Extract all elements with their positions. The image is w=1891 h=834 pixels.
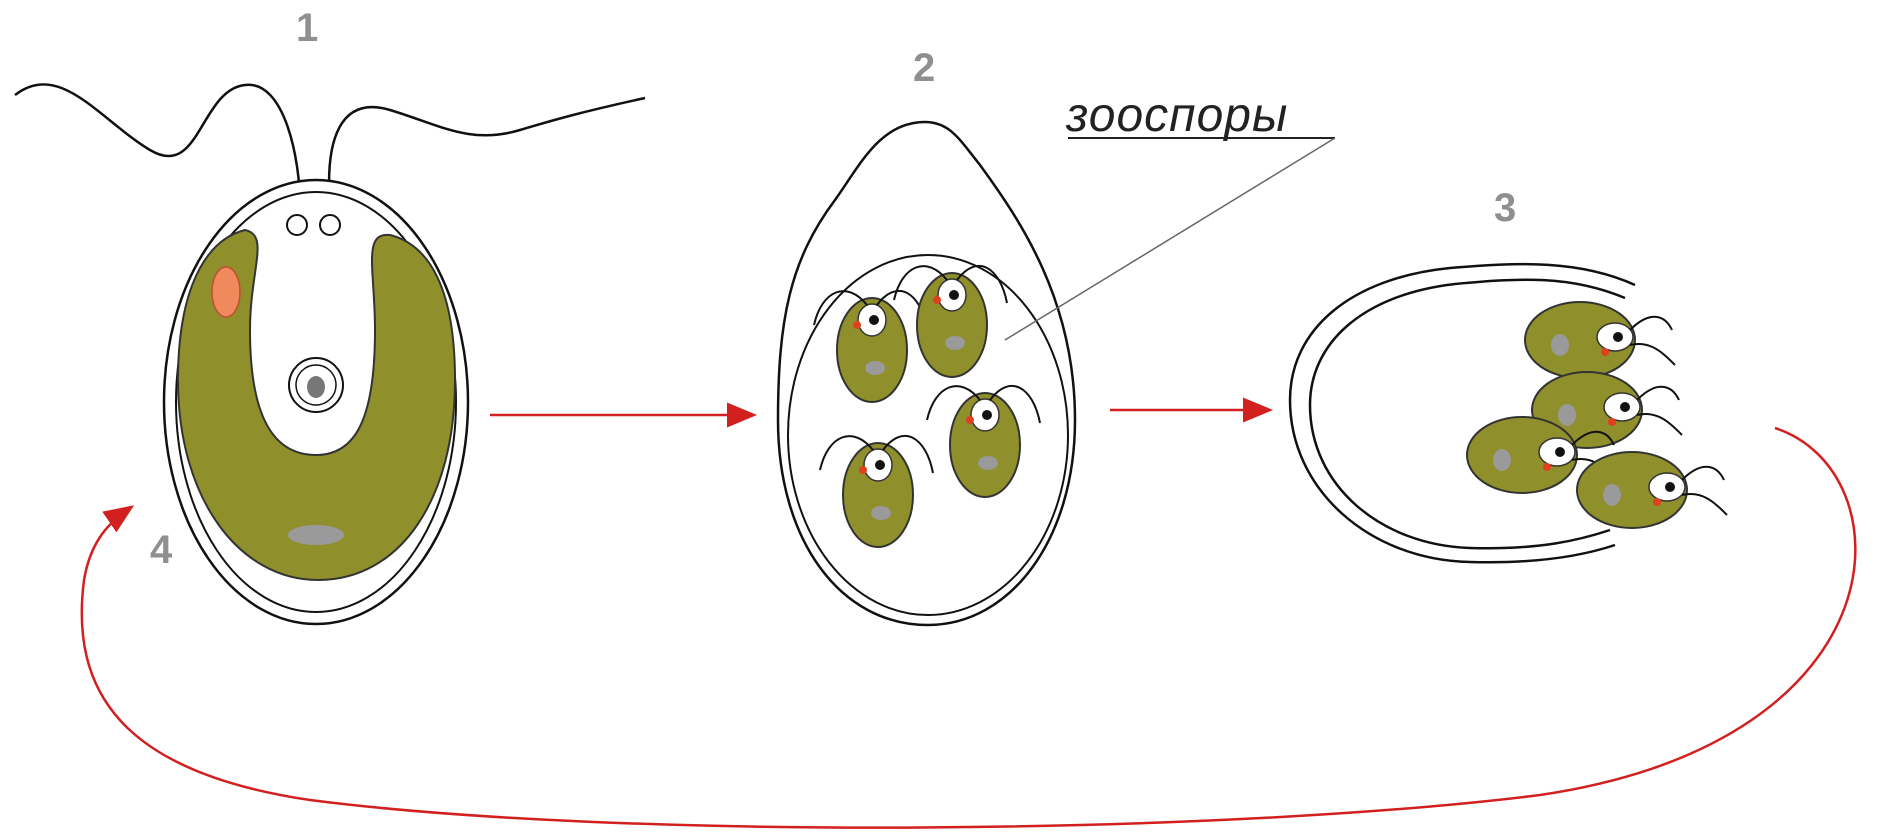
released-zoospores-drawing xyxy=(1290,264,1727,562)
zoosporangium-drawing xyxy=(778,122,1075,625)
mature-cell-drawing xyxy=(15,84,645,624)
stage-number-3: 3 xyxy=(1494,186,1516,231)
label-leader-line xyxy=(1005,138,1335,340)
stage-number-2: 2 xyxy=(913,46,935,91)
stage-number-4: 4 xyxy=(150,528,172,573)
stage-number-1: 1 xyxy=(296,6,318,51)
zoospores-label: зооспоры xyxy=(1066,88,1288,143)
